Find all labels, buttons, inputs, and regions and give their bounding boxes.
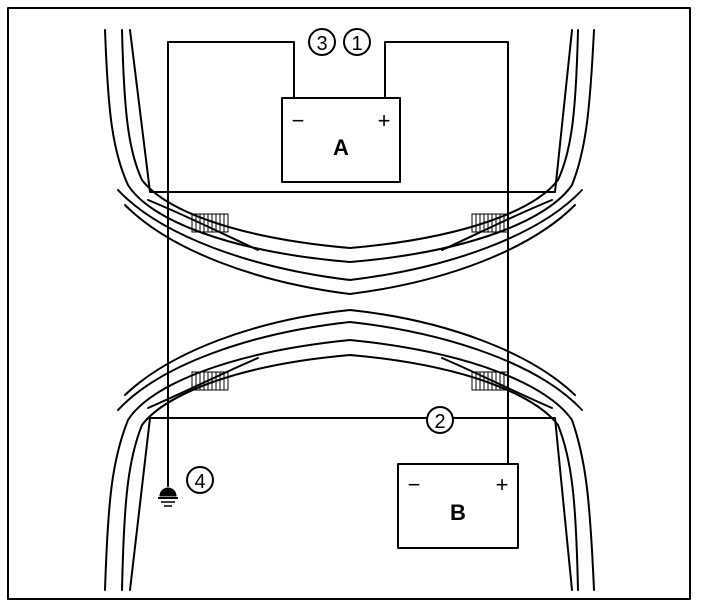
- battery-a-negative-terminal: −: [292, 108, 305, 133]
- battery-b-negative-terminal: −: [408, 472, 421, 497]
- callout-4: 4: [186, 466, 214, 494]
- svg-text:3: 3: [316, 33, 327, 55]
- battery-b-positive-terminal: +: [496, 472, 509, 497]
- vehicle-a-body: [104, 29, 595, 295]
- jumper-cable-negative: [167, 41, 295, 487]
- jumper-cable-positive: [384, 41, 509, 465]
- battery-b-label: B: [450, 500, 466, 525]
- ground-symbol-icon: [158, 487, 178, 507]
- callout-3: 3: [308, 28, 336, 56]
- battery-a: A − +: [281, 97, 401, 183]
- battery-a-label: A: [333, 135, 349, 160]
- figure-frame: [7, 7, 691, 600]
- vehicle-b-body: [104, 309, 595, 591]
- battery-a-positive-terminal: +: [378, 108, 391, 133]
- svg-text:4: 4: [194, 471, 205, 493]
- callout-2: 2: [426, 406, 454, 434]
- svg-text:2: 2: [434, 411, 445, 433]
- battery-b: B − +: [397, 463, 519, 549]
- svg-text:1: 1: [351, 33, 362, 55]
- callout-1: 1: [343, 28, 371, 56]
